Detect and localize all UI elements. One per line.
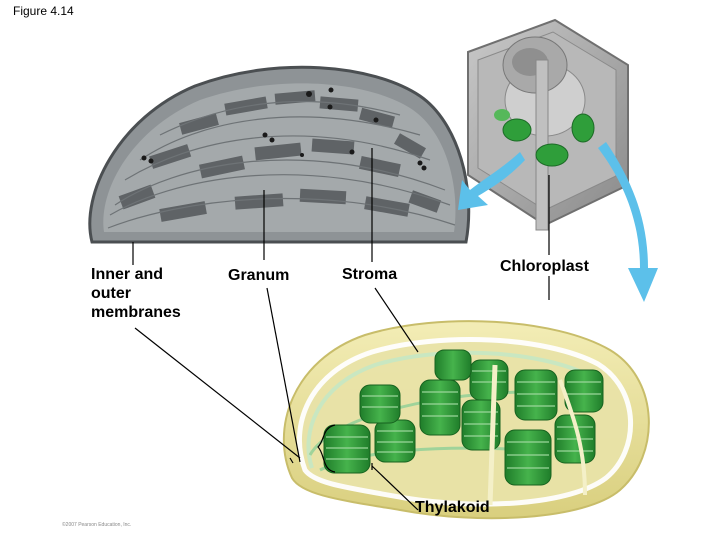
label-thylakoid: Thylakoid xyxy=(415,499,490,516)
label-line: outer xyxy=(91,285,131,302)
chloroplast-illustration xyxy=(282,320,650,520)
label-inner-outer-membranes: Inner and outer membranes xyxy=(91,265,211,322)
plant-cell-illustration xyxy=(467,18,629,231)
figure-label: Figure 4.14 xyxy=(13,4,74,18)
magnify-arrow-icon xyxy=(598,142,658,302)
micrograph-image xyxy=(88,65,471,244)
label-line: Inner and xyxy=(91,266,164,283)
label-granum: Granum xyxy=(228,267,290,284)
label-line: membranes xyxy=(91,304,181,321)
copyright-notice: ©2007 Pearson Education, Inc. xyxy=(62,522,132,528)
magnify-arrow-icon xyxy=(458,152,525,210)
leader-lines xyxy=(132,148,550,511)
label-chloroplast: Chloroplast xyxy=(500,258,589,275)
label-stroma: Stroma xyxy=(342,266,398,283)
